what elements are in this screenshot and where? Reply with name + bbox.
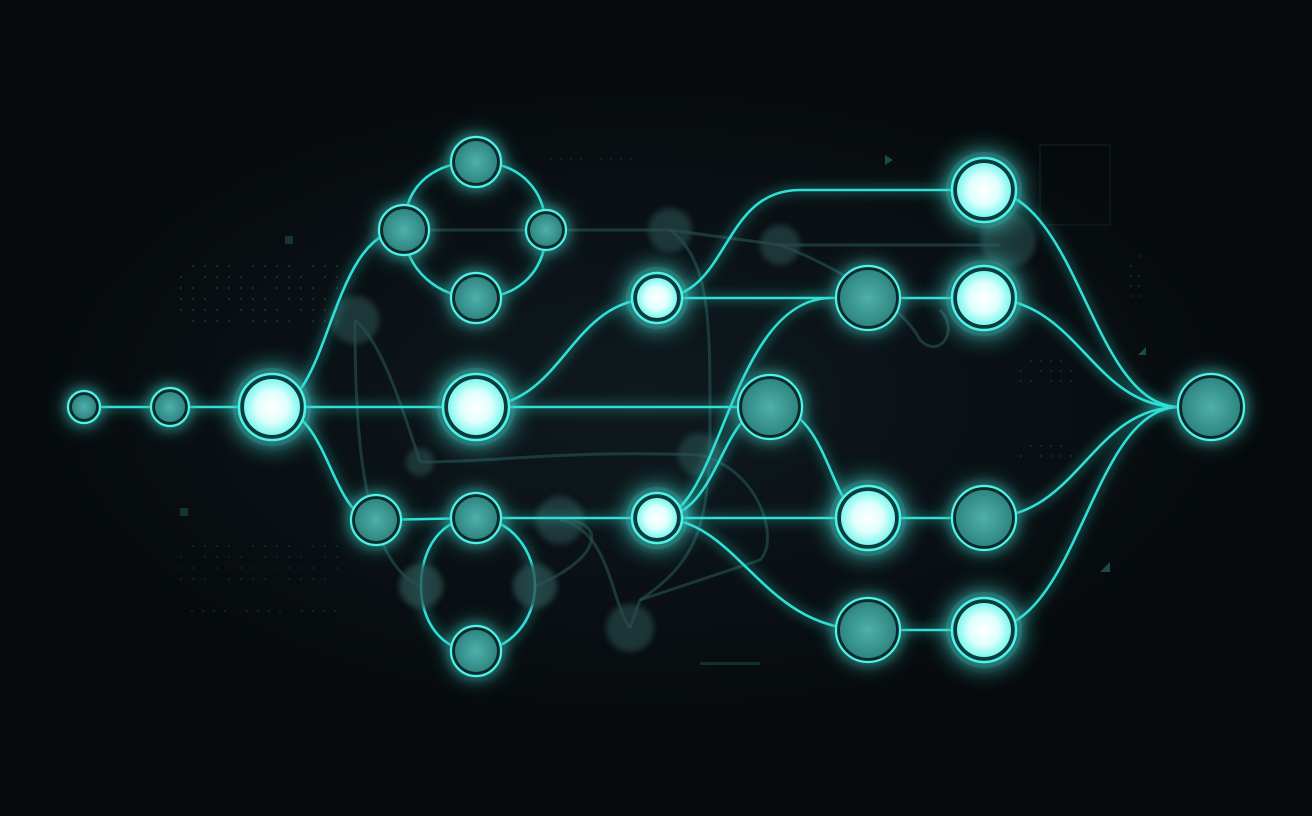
faint-node [678, 433, 722, 477]
node-core [956, 490, 1012, 546]
faint-node [331, 296, 379, 344]
node-core [244, 379, 300, 435]
graph-node-n23 [950, 484, 1018, 552]
graph-node-n15 [626, 487, 688, 549]
graph-node-n18 [946, 260, 1022, 336]
graph-node-n13 [449, 624, 503, 678]
node-group [66, 135, 1246, 678]
hud-frame [1039, 144, 1111, 226]
hud-triangle-mark [885, 155, 893, 165]
faint-node [760, 225, 800, 265]
faint-edge [419, 452, 701, 464]
hud-decoration [180, 144, 1146, 665]
faint-node [606, 604, 654, 652]
node-core [355, 499, 397, 541]
graph-node-n10 [449, 491, 503, 545]
node-core [455, 141, 497, 183]
hud-dot-grid [191, 610, 336, 612]
graph-node-n2 [149, 386, 191, 428]
node-core [399, 564, 443, 608]
node-core [72, 395, 96, 419]
faint-edge [628, 228, 712, 629]
hud-dot-grid [1130, 255, 1140, 297]
node-core [513, 564, 557, 608]
node-core [1182, 378, 1240, 436]
hud-triangle-mark [1138, 347, 1146, 355]
graph-node-n20 [830, 480, 906, 556]
node-core [840, 602, 896, 658]
graph-node-n21 [946, 592, 1022, 668]
graph-node-n6 [449, 135, 503, 189]
node-core [957, 163, 1011, 217]
faint-node [536, 496, 584, 544]
graph-node-n19 [834, 264, 902, 332]
node-core [840, 270, 896, 326]
node-core [530, 214, 562, 246]
graph-node-n4 [437, 368, 515, 446]
hud-dot-grid [550, 158, 632, 160]
faint-node [406, 448, 434, 476]
node-core [637, 498, 677, 538]
node-core [455, 277, 497, 319]
faint-edge [404, 228, 1000, 247]
faint-edge [639, 453, 769, 602]
hud-line-mark [700, 662, 760, 665]
node-core [155, 392, 185, 422]
faint-node [648, 208, 692, 252]
hud-triangle-mark [1100, 562, 1110, 572]
node-core [448, 379, 504, 435]
graph-node-n14 [626, 267, 688, 329]
hud-dot-grid [180, 545, 338, 580]
node-core [742, 379, 798, 435]
hud-square-mark [180, 508, 188, 516]
graph-node-n22 [834, 596, 902, 664]
faint-edge [779, 243, 950, 348]
graph-node-n17 [946, 152, 1022, 228]
graph-node-n12 [513, 564, 557, 608]
graph-node-n3 [233, 368, 311, 446]
graph-node-n9 [349, 493, 403, 547]
node-core [455, 630, 497, 672]
hud-dot-grid [1020, 360, 1072, 382]
hud-square-mark [285, 236, 293, 244]
faint-edge [353, 319, 421, 588]
graph-node-n11 [399, 564, 443, 608]
node-core [455, 497, 497, 539]
node-core [841, 491, 895, 545]
node-core [637, 278, 677, 318]
graph-node-n24 [1176, 372, 1246, 442]
graph-node-n1 [66, 389, 102, 425]
node-core [383, 209, 425, 251]
graph-node-n5 [377, 203, 431, 257]
graph-node-n7 [524, 208, 568, 252]
graph-node-n8 [449, 271, 503, 325]
hud-dot-grid [1020, 445, 1072, 457]
graph-node-n16 [736, 373, 804, 441]
node-core [957, 271, 1011, 325]
hud-dot-grid [180, 265, 338, 322]
node-core [957, 603, 1011, 657]
